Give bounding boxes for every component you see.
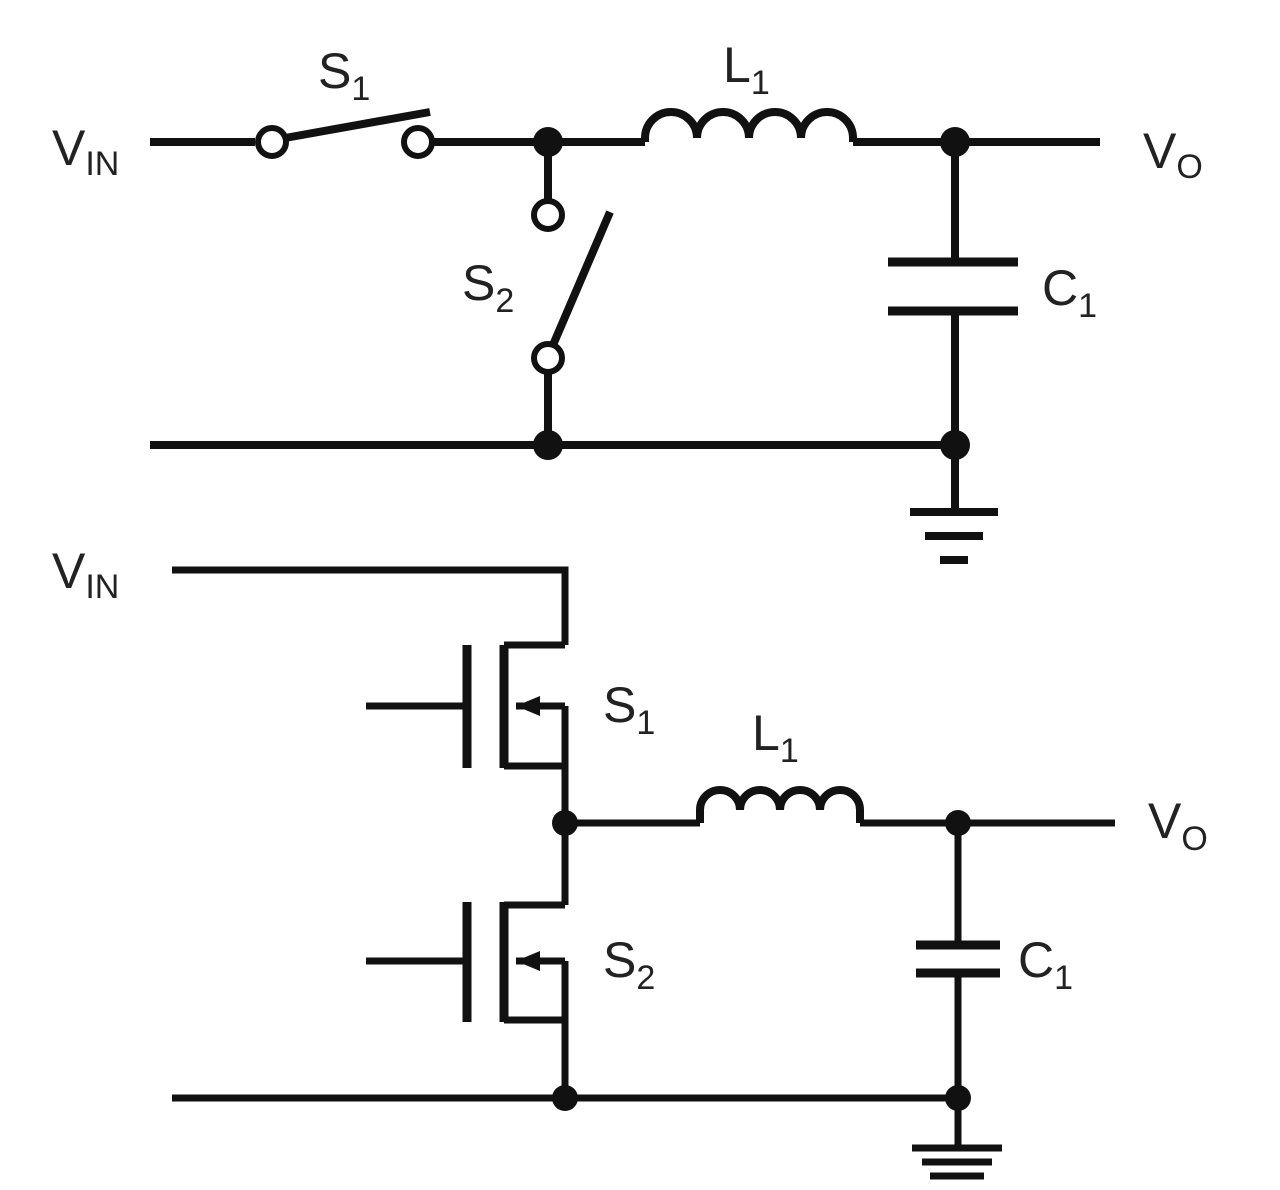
top-s1-label: S1 [318,43,370,108]
top-vo-label: VO [1143,123,1203,186]
top-ground-node-s2 [533,430,563,460]
top-c1-label: C1 [1042,260,1097,325]
top-s2-label: S2 [462,255,514,320]
top-l1-inductor [641,108,857,142]
bottom-ground-symbol [912,1144,1002,1180]
bottom-ground-node-c1 [945,1085,971,1111]
bottom-l1-label: L1 [752,705,799,770]
top-circuit: VIN S1 S2 L1 C1 VO [52,37,1203,564]
bottom-l1-inductor [696,786,864,823]
bottom-s2-mosfet [366,901,569,1024]
bottom-s2-label: S2 [603,932,655,997]
bottom-circuit: VIN S1 S2 L1 C1 VO [52,543,1208,1180]
bottom-vin-label: VIN [52,543,119,606]
top-s1-switch [255,108,435,159]
bottom-c1-capacitor [916,940,1000,978]
top-ground-symbol [910,508,998,564]
bottom-s1-mosfet [366,641,569,770]
bottom-ground-node-s2 [552,1085,578,1111]
bottom-s1-label: S1 [603,677,655,742]
top-s2-switch [531,198,614,375]
top-l1-label: L1 [723,37,770,102]
bottom-c1-label: C1 [1018,932,1073,997]
top-ground-node-c1 [940,430,970,460]
bottom-vo-label: VO [1148,793,1208,858]
bottom-vin-wire [172,566,569,645]
top-vin-label: VIN [52,120,119,183]
top-c1-capacitor [888,257,1018,316]
